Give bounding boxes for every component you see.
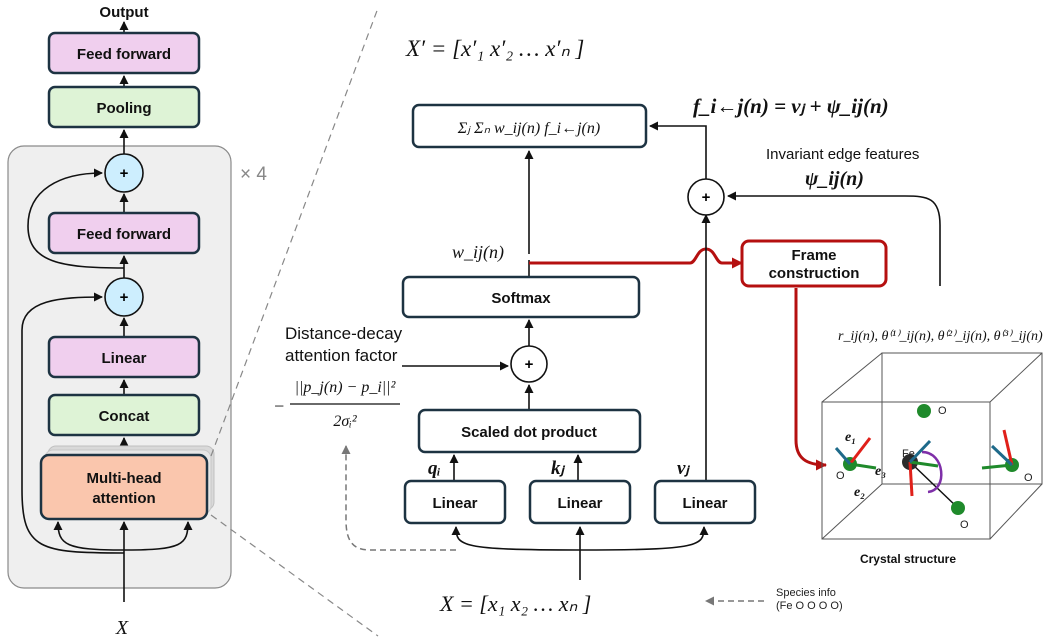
o-label-left: O xyxy=(836,470,845,482)
attention-label-line2: attention xyxy=(92,490,155,507)
edge-features-label: Invariant edge features xyxy=(766,146,919,163)
linear-label: Linear xyxy=(101,350,146,367)
svg-text:+: + xyxy=(702,189,711,206)
distance-label-line1: Distance-decay xyxy=(285,324,403,343)
value-label: vⱼ xyxy=(677,458,690,479)
distance-formula-denominator: 2σᵢ² xyxy=(333,413,357,430)
e2-label: e₂ xyxy=(854,485,865,500)
species-info-line2: (Fe O O O O) xyxy=(776,600,843,612)
attention-label-line1: Multi-head xyxy=(87,470,162,487)
edge-features-symbol: ψ_ij(n) xyxy=(805,168,864,190)
output-equation: X′ = [x′₁ x′₂ … x′ₙ ] xyxy=(405,36,584,61)
key-label: kⱼ xyxy=(551,458,566,479)
feed-forward-label: Feed forward xyxy=(77,226,171,243)
input-x-label: X xyxy=(115,617,129,639)
svg-text:Linear: Linear xyxy=(557,495,602,512)
linear-v-box xyxy=(653,479,757,525)
frame-label-line1: Frame xyxy=(791,247,836,264)
softmax-box xyxy=(401,275,641,319)
scaled-dot-product-label: Scaled dot product xyxy=(461,424,597,441)
e1-label: e₁ xyxy=(845,430,856,445)
linear-box xyxy=(47,335,201,379)
feed-forward-top-label: Feed forward xyxy=(77,46,171,63)
softmax-label: Softmax xyxy=(491,290,551,307)
concat-label: Concat xyxy=(99,408,150,425)
o-label-top: O xyxy=(938,405,947,417)
e3-label: e₃ xyxy=(875,464,886,479)
crystal-structure xyxy=(821,352,1043,540)
pooling-box xyxy=(47,85,201,129)
output-label: Output xyxy=(99,4,148,21)
o-label-bottom: O xyxy=(960,519,969,531)
geometry-label: r_ij(n), θ⁽¹⁾_ij(n), θ⁽²⁾_ij(n), θ⁽³⁾_ij… xyxy=(838,329,1043,344)
species-info-line1: Species info xyxy=(776,587,836,599)
feed-forward-top-box xyxy=(47,31,201,75)
residual-add-top xyxy=(104,153,144,193)
o-atom-bottom xyxy=(951,501,965,515)
linear-k-box xyxy=(528,479,632,525)
svg-text:+: + xyxy=(120,289,129,306)
scaled-dot-product-box xyxy=(417,408,642,454)
fe-label: Fe xyxy=(902,448,915,460)
multi-head-attention-box xyxy=(39,453,209,521)
linear-q-box xyxy=(403,479,507,525)
weighted-sum-label: Σⱼ Σₙ w_ij(n) f_i←j(n) xyxy=(457,120,600,137)
pooling-label: Pooling xyxy=(97,100,152,117)
o-label-right: O xyxy=(1024,472,1033,484)
repeat-label: × 4 xyxy=(240,164,267,185)
svg-text:+: + xyxy=(525,356,534,373)
query-label: qᵢ xyxy=(428,458,441,479)
feed-forward-box xyxy=(47,211,201,255)
frame-label-line2: construction xyxy=(769,265,860,282)
message-equation: f_i←j(n) = vⱼ + ψ_ij(n) xyxy=(693,94,889,118)
weighted-sum-box xyxy=(411,103,648,149)
distance-label-line2: attention factor xyxy=(285,346,398,365)
distance-factor-add xyxy=(510,345,548,383)
attention-weight-label: w_ij(n) xyxy=(452,242,504,263)
distance-formula-numerator: ||p_j(n) − p_i||² xyxy=(295,379,397,396)
input-equation: X = [x₁ x₂ … xₙ ] xyxy=(439,591,591,616)
distance-formula-sign: − xyxy=(273,396,285,416)
svg-text:Linear: Linear xyxy=(432,495,477,512)
concat-box xyxy=(47,393,201,437)
svg-text:+: + xyxy=(120,165,129,182)
residual-add-bottom xyxy=(104,277,144,317)
o-atom-top xyxy=(917,404,931,418)
frame-construction-box xyxy=(740,239,888,288)
svg-text:Linear: Linear xyxy=(682,495,727,512)
crystal-caption: Crystal structure xyxy=(860,552,956,566)
